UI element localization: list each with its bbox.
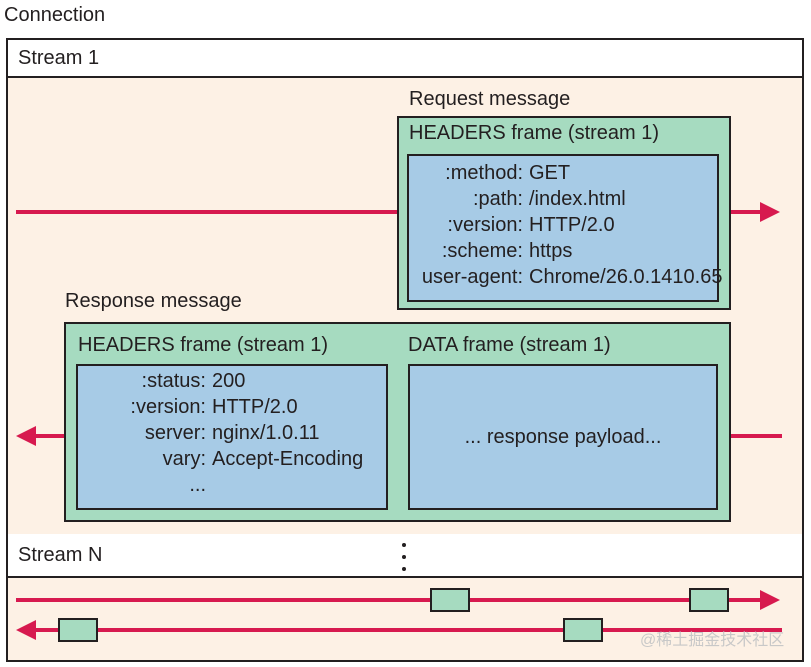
- streamN-frame: [563, 618, 603, 642]
- response-data-frame-label: DATA frame (stream 1): [408, 334, 611, 356]
- response-frames: HEADERS frame (stream 1) DATA frame (str…: [64, 322, 731, 522]
- request-message-label: Request message: [409, 88, 571, 110]
- header-name: :path:: [472, 188, 523, 210]
- watermark: @稀土掘金技术社区: [640, 632, 785, 649]
- request-arrow-head: [760, 202, 780, 222]
- streamN-frame: [58, 618, 98, 642]
- header-name: :version:: [447, 214, 523, 236]
- response-payload-text: ... response payload...: [464, 426, 662, 448]
- streamN-arrow-right-head: [760, 590, 780, 610]
- header-value: HTTP/2.0: [212, 396, 298, 418]
- header-name: user-agent:: [421, 266, 523, 288]
- ellipsis-dot: [402, 543, 406, 547]
- header-value: HTTP/2.0: [529, 214, 615, 236]
- ellipsis-dot: [402, 567, 406, 571]
- header-value: https: [529, 240, 573, 262]
- response-headers-frame-label: HEADERS frame (stream 1): [78, 334, 329, 356]
- header-name: vary:: [162, 448, 206, 470]
- streamN-label: Stream N: [18, 544, 103, 566]
- header-name: :status:: [141, 370, 206, 392]
- response-message-label: Response message: [65, 290, 242, 312]
- header-value: /index.html: [529, 188, 626, 210]
- response-headers-block: :status: 200 :version: HTTP/2.0 server: …: [76, 364, 388, 510]
- header-name: :version:: [130, 396, 206, 418]
- request-frame-label: HEADERS frame (stream 1): [409, 122, 660, 144]
- header-value: 200: [212, 370, 246, 392]
- connection-label: Connection: [4, 4, 106, 26]
- request-headers-frame: HEADERS frame (stream 1) :method: GET :p…: [397, 116, 731, 310]
- header-name: server:: [144, 422, 206, 444]
- streamN-frame: [689, 588, 729, 612]
- response-arrow-head: [16, 426, 36, 446]
- header-name: :method:: [445, 162, 523, 184]
- request-headers-block: :method: GET :path: /index.html :version…: [407, 154, 723, 302]
- ellipsis-dot: [402, 555, 406, 559]
- header-name: ...: [189, 474, 206, 496]
- streamN-arrow-left-head: [16, 620, 36, 640]
- header-name: :scheme:: [441, 240, 523, 262]
- stream1-label: Stream 1: [18, 47, 100, 69]
- streamN-frame: [430, 588, 470, 612]
- header-value: Chrome/26.0.1410.65: [529, 266, 723, 288]
- stream1-header: Stream 1: [6, 38, 804, 78]
- response-payload-block: ... response payload...: [408, 364, 718, 510]
- header-value: Accept-Encoding: [212, 448, 364, 470]
- header-value: nginx/1.0.11: [212, 422, 320, 444]
- header-value: GET: [529, 162, 571, 184]
